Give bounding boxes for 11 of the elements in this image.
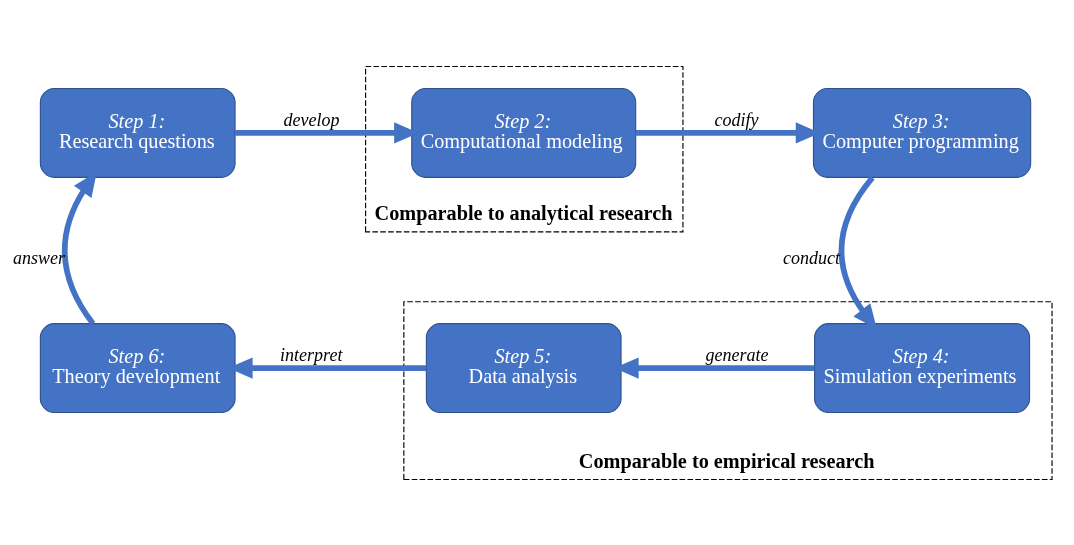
edge-label: codify xyxy=(714,109,759,130)
edge-label: interpret xyxy=(280,344,343,365)
edge-label: conduct xyxy=(782,247,840,268)
node-box: Step 1: Research questions xyxy=(39,87,236,178)
node-box: Step 3: Computer programming xyxy=(812,87,1032,178)
edge-label: generate xyxy=(705,344,769,365)
node-box: Step 5: Data analysis xyxy=(425,322,622,413)
node-box: Step 2: Computational modeling xyxy=(411,87,637,178)
node-box: Step 6: Theory development xyxy=(39,322,236,413)
node-box: Step 4: Simulation experiments xyxy=(814,322,1031,413)
edge-label: develop xyxy=(283,109,340,130)
